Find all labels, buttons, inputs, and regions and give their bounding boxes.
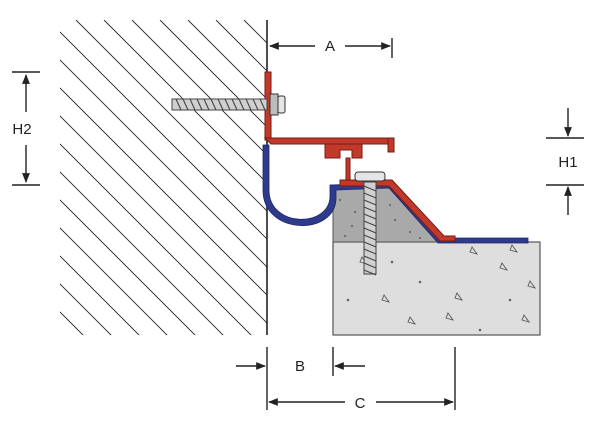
aggregate-dot bbox=[478, 328, 482, 332]
dim-b-label: B bbox=[295, 358, 305, 375]
floor-wing bbox=[339, 179, 456, 242]
wall-hatch-lines bbox=[60, 20, 267, 335]
thread-line bbox=[182, 98, 189, 111]
wall-anchor-head bbox=[277, 95, 286, 114]
aluminium-profile bbox=[263, 71, 456, 242]
wall-hatch-line bbox=[60, 20, 267, 335]
wall-anchor-shank bbox=[171, 98, 268, 111]
thread-line bbox=[363, 241, 377, 248]
rubber-insert bbox=[262, 144, 529, 244]
profile-leg bbox=[345, 157, 351, 183]
thread-line bbox=[224, 98, 231, 111]
thread-line bbox=[363, 227, 377, 234]
thread-line bbox=[363, 262, 377, 269]
aggregate-mark bbox=[521, 314, 531, 323]
dim-h1-label: H1 bbox=[558, 154, 577, 171]
wall-anchor-thread bbox=[175, 98, 266, 111]
thread-line bbox=[259, 98, 266, 111]
mortar-speck bbox=[408, 230, 412, 234]
floor-anchor-thread bbox=[363, 185, 377, 276]
mortar-speck bbox=[418, 236, 422, 240]
mortar-speck bbox=[353, 210, 357, 214]
thread-line bbox=[252, 98, 259, 111]
wall-hatched bbox=[60, 20, 268, 335]
wall-hatch-line bbox=[60, 20, 267, 335]
thread-line bbox=[189, 98, 196, 111]
thread-line bbox=[210, 98, 217, 111]
mortar-speckle bbox=[338, 198, 422, 240]
thread-line bbox=[363, 255, 377, 262]
thread-line bbox=[363, 220, 377, 227]
insert-profile bbox=[262, 144, 529, 244]
thread-line bbox=[238, 98, 245, 111]
thread-line bbox=[363, 248, 377, 255]
thread-line bbox=[196, 98, 203, 111]
wall-hatch-line bbox=[75, 20, 267, 335]
dimension-a: A bbox=[269, 38, 393, 58]
wall-hatch-line bbox=[187, 20, 267, 335]
aggregate-mark bbox=[381, 294, 391, 303]
dimension-h2: H2 bbox=[12, 71, 40, 186]
thread-line bbox=[363, 192, 377, 199]
aggregate-dot bbox=[390, 260, 394, 264]
wall-hatch-line bbox=[60, 20, 61, 335]
dimension-c: C bbox=[268, 347, 456, 412]
mortar-speck bbox=[393, 218, 397, 222]
dim-h2-label: H2 bbox=[12, 121, 31, 138]
wall-hatch-line bbox=[60, 20, 267, 335]
floor-anchor-head bbox=[354, 171, 386, 182]
wall-hatch-line bbox=[131, 20, 267, 335]
wall-hatch-line bbox=[60, 20, 89, 335]
thread-line bbox=[363, 206, 377, 213]
thread-line bbox=[203, 98, 210, 111]
thread-line bbox=[363, 185, 377, 192]
thread-line bbox=[363, 269, 377, 276]
thread-line bbox=[363, 199, 377, 206]
wall-hatch-line bbox=[60, 20, 117, 335]
floor-anchor bbox=[354, 171, 386, 276]
thread-line bbox=[231, 98, 238, 111]
dimension-b: B bbox=[236, 347, 365, 410]
wall-hatch-line bbox=[60, 20, 173, 335]
wall-anchor bbox=[171, 93, 286, 116]
dim-c-label: C bbox=[355, 395, 366, 412]
aggregate-mark bbox=[454, 292, 464, 301]
profile-arm bbox=[263, 137, 393, 145]
profile-channel bbox=[324, 143, 363, 159]
wall-hatch-line bbox=[60, 20, 257, 335]
aggregate-mark bbox=[527, 280, 537, 289]
aggregate-mark bbox=[469, 246, 479, 255]
aggregate-mark bbox=[407, 316, 417, 325]
aggregate-dot bbox=[418, 280, 422, 284]
aggregate-mark bbox=[445, 312, 455, 321]
thread-line bbox=[363, 213, 377, 220]
mortar-speck bbox=[350, 224, 354, 228]
aggregate-mark bbox=[509, 244, 519, 253]
thread-line bbox=[217, 98, 224, 111]
aggregate-mark bbox=[499, 262, 509, 271]
mortar-speck bbox=[338, 198, 342, 202]
aggregate-dot bbox=[508, 298, 512, 302]
thread-line bbox=[175, 98, 182, 111]
aggregate-marks bbox=[346, 244, 537, 332]
profile-lip bbox=[387, 137, 395, 153]
wall-hatch-line bbox=[60, 20, 267, 335]
dim-a-label: A bbox=[325, 38, 335, 55]
wall-anchor-washer bbox=[269, 93, 279, 116]
wall-hatch-line bbox=[60, 20, 145, 335]
thread-line bbox=[363, 234, 377, 241]
mortar-speck bbox=[343, 234, 347, 238]
dimension-h1: H1 bbox=[546, 108, 584, 215]
wall-hatch-line bbox=[60, 20, 229, 335]
wall-hatch-line bbox=[159, 20, 267, 335]
wall-hatch-line bbox=[60, 20, 201, 335]
thread-line bbox=[245, 98, 252, 111]
aggregate-dot bbox=[346, 298, 350, 302]
mortar-speck bbox=[388, 203, 392, 207]
